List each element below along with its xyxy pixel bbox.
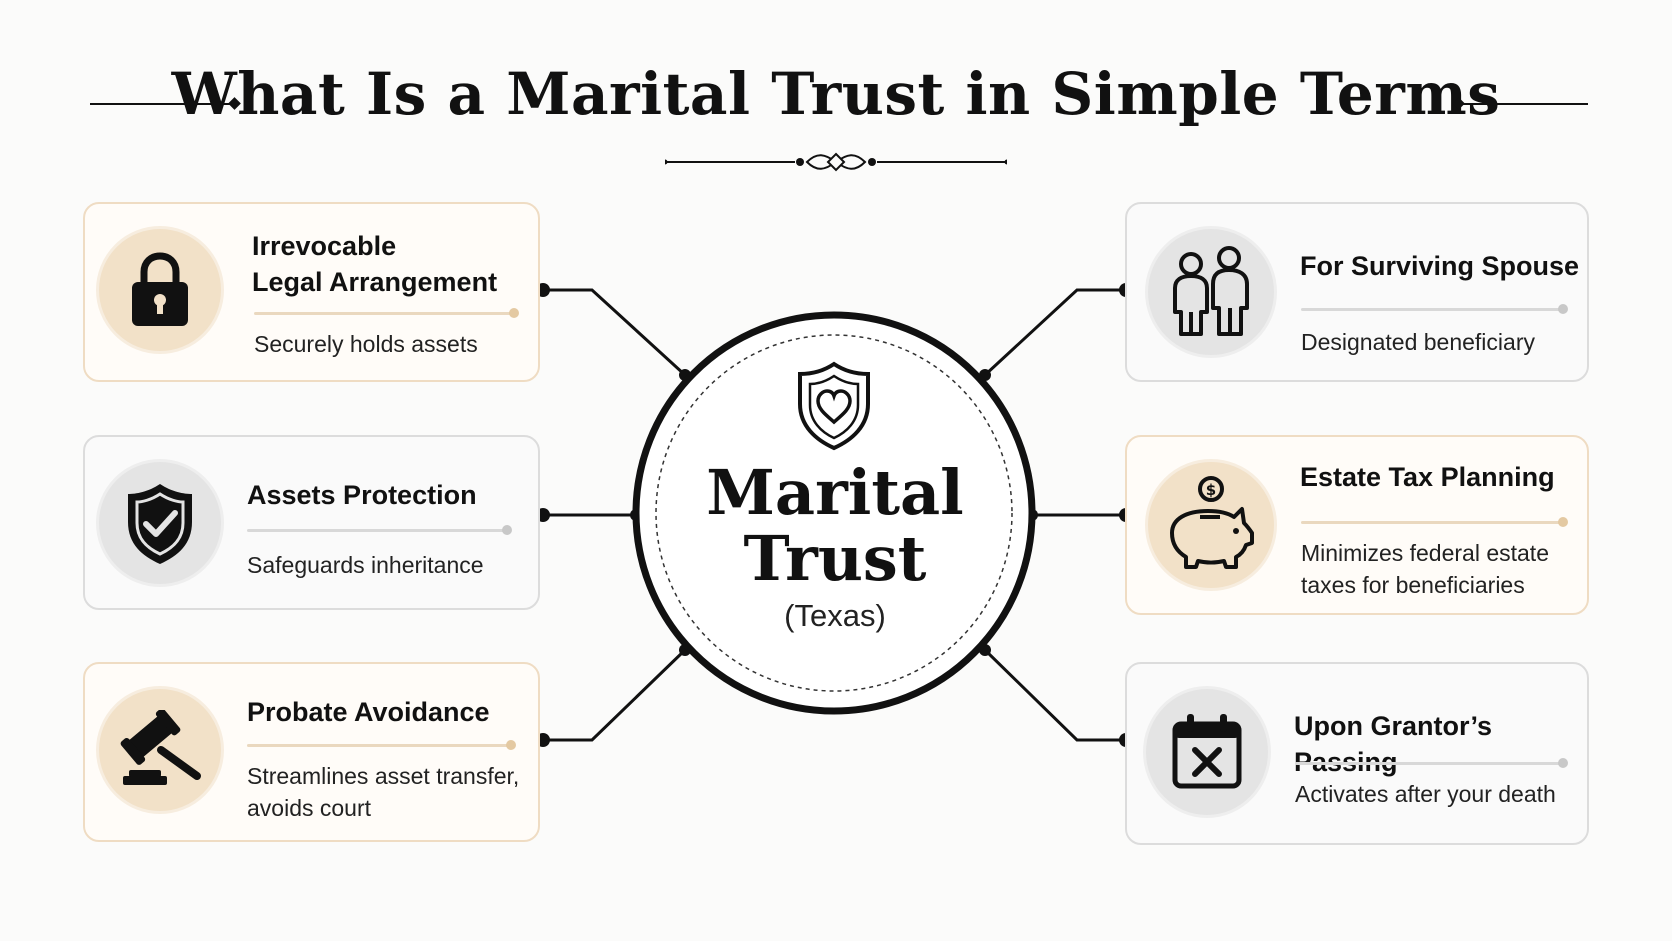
- card-title: For Surviving Spouse: [1300, 251, 1580, 281]
- title-banner: What Is a Marital Trust in Simple Terms: [0, 48, 1672, 172]
- icon-circle: [1143, 686, 1271, 818]
- card-description-line1: Streamlines asset transfer,: [247, 763, 520, 789]
- card-description: Securely holds assets: [254, 331, 478, 357]
- card-separator: [247, 740, 516, 750]
- piggy-bank-icon: $: [1170, 476, 1254, 569]
- title-rule-left: [90, 103, 230, 105]
- icon-circle: [96, 226, 224, 354]
- card-title: Assets Protection: [247, 480, 477, 510]
- title-rule-right: [1460, 103, 1588, 105]
- card-separator: [1301, 517, 1568, 527]
- card-upon-grantors-passing: Upon Grantor’s Passing Activates after y…: [1125, 662, 1589, 845]
- card-title-line1: Irrevocable: [252, 231, 397, 261]
- shield-check-icon: [128, 484, 192, 564]
- icon-circle: $: [1145, 459, 1277, 591]
- couple-icon: [1173, 246, 1249, 336]
- card-for-surviving-spouse: For Surviving Spouse Designated benefici…: [1125, 202, 1589, 382]
- ornament-divider-icon: [665, 152, 1007, 172]
- center-title-line1: Marital: [706, 456, 964, 529]
- icon-circle: [1145, 226, 1277, 358]
- card-description-line1: Minimizes federal estate: [1301, 540, 1549, 566]
- center-inner-dashed-ring: [655, 334, 1013, 692]
- center-title-line2: Trust: [743, 522, 927, 595]
- card-description-line2: avoids court: [247, 795, 372, 821]
- card-description-line2: taxes for beneficiaries: [1301, 572, 1525, 598]
- card-title: Upon Grantor’s Passing: [1294, 711, 1493, 777]
- card-estate-tax-planning: $ Estate Tax Planning Minimizes federal …: [1125, 435, 1589, 615]
- card-assets-protection: Assets Protection Safeguards inheritance: [83, 435, 540, 610]
- page-title: What Is a Marital Trust in Simple Terms: [171, 60, 1501, 128]
- calendar-x-icon: [1172, 714, 1242, 789]
- card-separator: [1295, 758, 1568, 768]
- card-description: Activates after your death: [1295, 781, 1556, 807]
- card-separator: [1301, 304, 1568, 314]
- svg-text:$: $: [1206, 481, 1216, 499]
- shield-heart-icon: [798, 361, 870, 451]
- card-irrevocable-legal-arrangement: Irrevocable Legal Arrangement Securely h…: [83, 202, 540, 382]
- card-separator: [254, 308, 519, 318]
- icon-circle: [96, 686, 224, 814]
- padlock-icon: [132, 252, 188, 326]
- card-description: Safeguards inheritance: [247, 552, 484, 578]
- card-title: Probate Avoidance: [247, 697, 490, 727]
- center-subtitle: (Texas): [784, 598, 886, 633]
- icon-circle: [96, 459, 224, 587]
- center-circle: [632, 311, 1036, 715]
- card-title-line2: Legal Arrangement: [252, 267, 498, 297]
- gavel-icon: [120, 710, 201, 785]
- card-probate-avoidance: Probate Avoidance Streamlines asset tran…: [83, 662, 540, 842]
- card-title: Estate Tax Planning: [1300, 462, 1555, 492]
- card-description: Designated beneficiary: [1301, 329, 1535, 355]
- card-separator: [247, 525, 512, 535]
